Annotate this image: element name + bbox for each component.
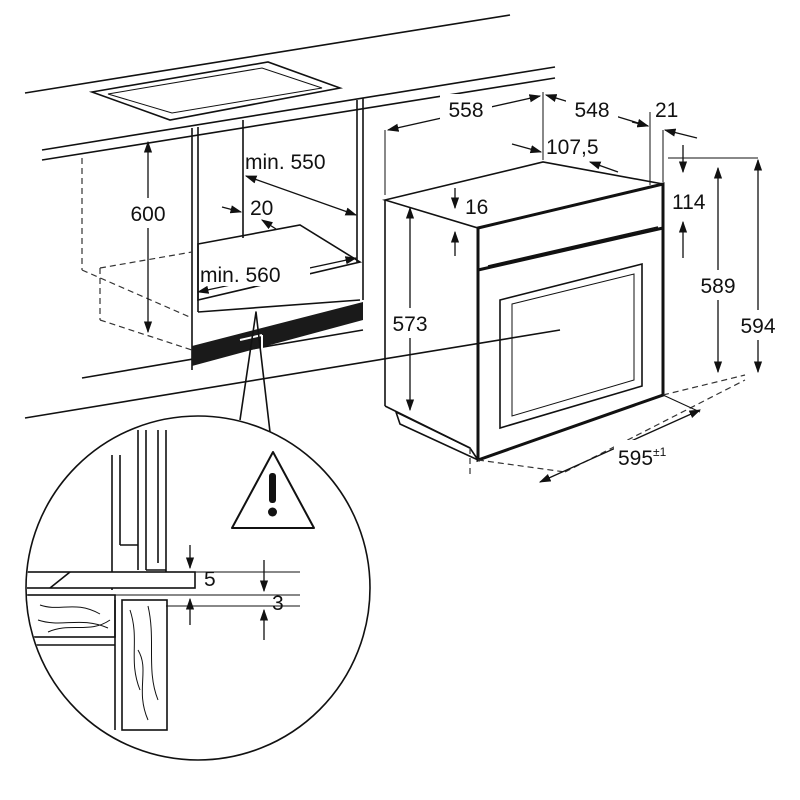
label-detail-gap-a: 5 (204, 568, 216, 591)
label-width: 595±1 (618, 445, 667, 470)
label-top-gap: 114 (672, 191, 706, 214)
hob (88, 61, 344, 121)
dim-panel-depth: 107,5 (511, 136, 619, 173)
label-oven-depth: 558 (448, 99, 483, 122)
label-cabinet-width: min. 560 (200, 264, 281, 287)
label-side-height: 573 (392, 313, 427, 336)
dim-top-gap: 114 (672, 145, 706, 258)
dim-oven-depth: 558 (384, 94, 542, 195)
dim-cabinet-gap: 20 (221, 197, 277, 230)
countertop (24, 14, 556, 161)
label-top-offset: 16 (465, 196, 488, 219)
label-total-height: 594 (740, 315, 775, 338)
label-oven-body-depth: 548 (574, 99, 609, 122)
label-cabinet-depth: min. 550 (245, 151, 326, 174)
label-body-height: 589 (700, 275, 735, 298)
dim-total-height: 594 (732, 158, 784, 374)
dim-cabinet-depth: min. 550 (244, 151, 358, 216)
label-detail-gap-b: 3 (272, 592, 284, 615)
dim-oven-body-depth: 548 (542, 92, 651, 185)
dim-width: 595±1 (538, 394, 702, 483)
dim-cabinet-height: 600 (124, 140, 172, 334)
detail-magnifier: 5 3 (25, 311, 371, 761)
dim-body-height: 589 (668, 157, 758, 374)
label-cabinet-height: 600 (130, 203, 165, 226)
dim-side-height: 573 (386, 206, 434, 412)
dim-top-offset: 16 (450, 188, 488, 256)
warning-triangle-icon (231, 451, 315, 529)
dim-front-offset: 21 (631, 99, 698, 182)
label-front-offset: 21 (655, 99, 678, 122)
dim-cabinet-width: min. 560 (196, 256, 358, 294)
cabinet (24, 98, 561, 419)
label-panel-depth: 107,5 (546, 136, 599, 159)
label-cabinet-gap: 20 (250, 197, 273, 220)
